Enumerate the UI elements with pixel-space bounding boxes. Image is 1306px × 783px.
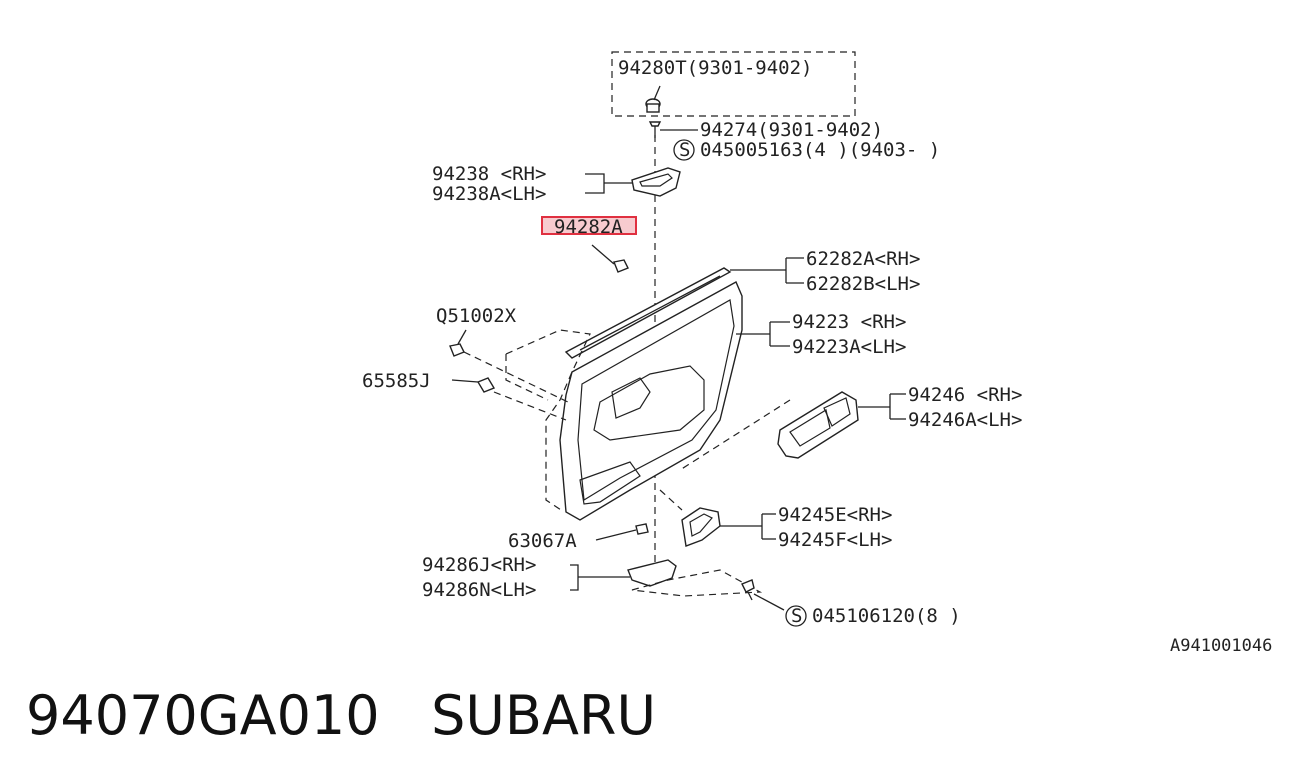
label-94223A: 94223A<LH> [792,336,906,358]
label-94274: 94274(9301-9402) [700,119,883,141]
bracket-94286J [627,559,763,597]
label-Q51002X: Q51002X [436,305,517,327]
clip-94280T [645,85,661,113]
part-number-caption: 94070GA010 SUBARU [26,684,656,747]
highlight-box [541,216,637,235]
label-94223: 94223 <RH> [792,311,906,333]
weatherstrip-62282A [564,267,732,359]
clip-Q51002X [449,329,573,405]
label-94238A: 94238A<LH> [432,183,546,205]
label-94246A: 94246A<LH> [908,409,1022,431]
label-94286J: 94286J<RH> [422,554,536,576]
label-63067A: 63067A [508,530,577,552]
switch-bezel-94246 [679,391,859,471]
label-62282A: 62282A<RH> [806,248,920,270]
label-94245E: 94245E<RH> [778,504,892,526]
label-94246: 94246 <RH> [908,384,1022,406]
variant-box [611,51,856,117]
screw-045106120 [741,579,785,611]
cover-94245E [659,489,721,547]
pull-handle-94238 [631,167,681,197]
label-94280T: 94280T(9301-9402) [618,57,812,79]
label-94238: 94238 <RH> [432,163,546,185]
standard-part-icon [673,139,695,161]
label-94282A: 94282A [554,216,623,238]
clip-94282A [591,244,629,273]
standard-part-icon [785,605,807,627]
clip-65585J [451,377,567,421]
label-94245F: 94245F<LH> [778,529,892,551]
screw-94274 [648,121,698,138]
label-045106120: 045106120(8 ) [812,605,961,627]
clip-63067A [595,523,649,541]
label-045005163: 045005163(4 )(9403- ) [700,139,940,161]
diagram-reference-code: A941001046 [1170,636,1273,656]
door-trim-panel-94223 [505,281,743,521]
label-62282B: 62282B<LH> [806,273,920,295]
standard-part-marker: S [791,605,802,627]
label-94286N: 94286N<LH> [422,579,536,601]
standard-part-marker: S [679,139,690,161]
label-65585J: 65585J [362,370,431,392]
